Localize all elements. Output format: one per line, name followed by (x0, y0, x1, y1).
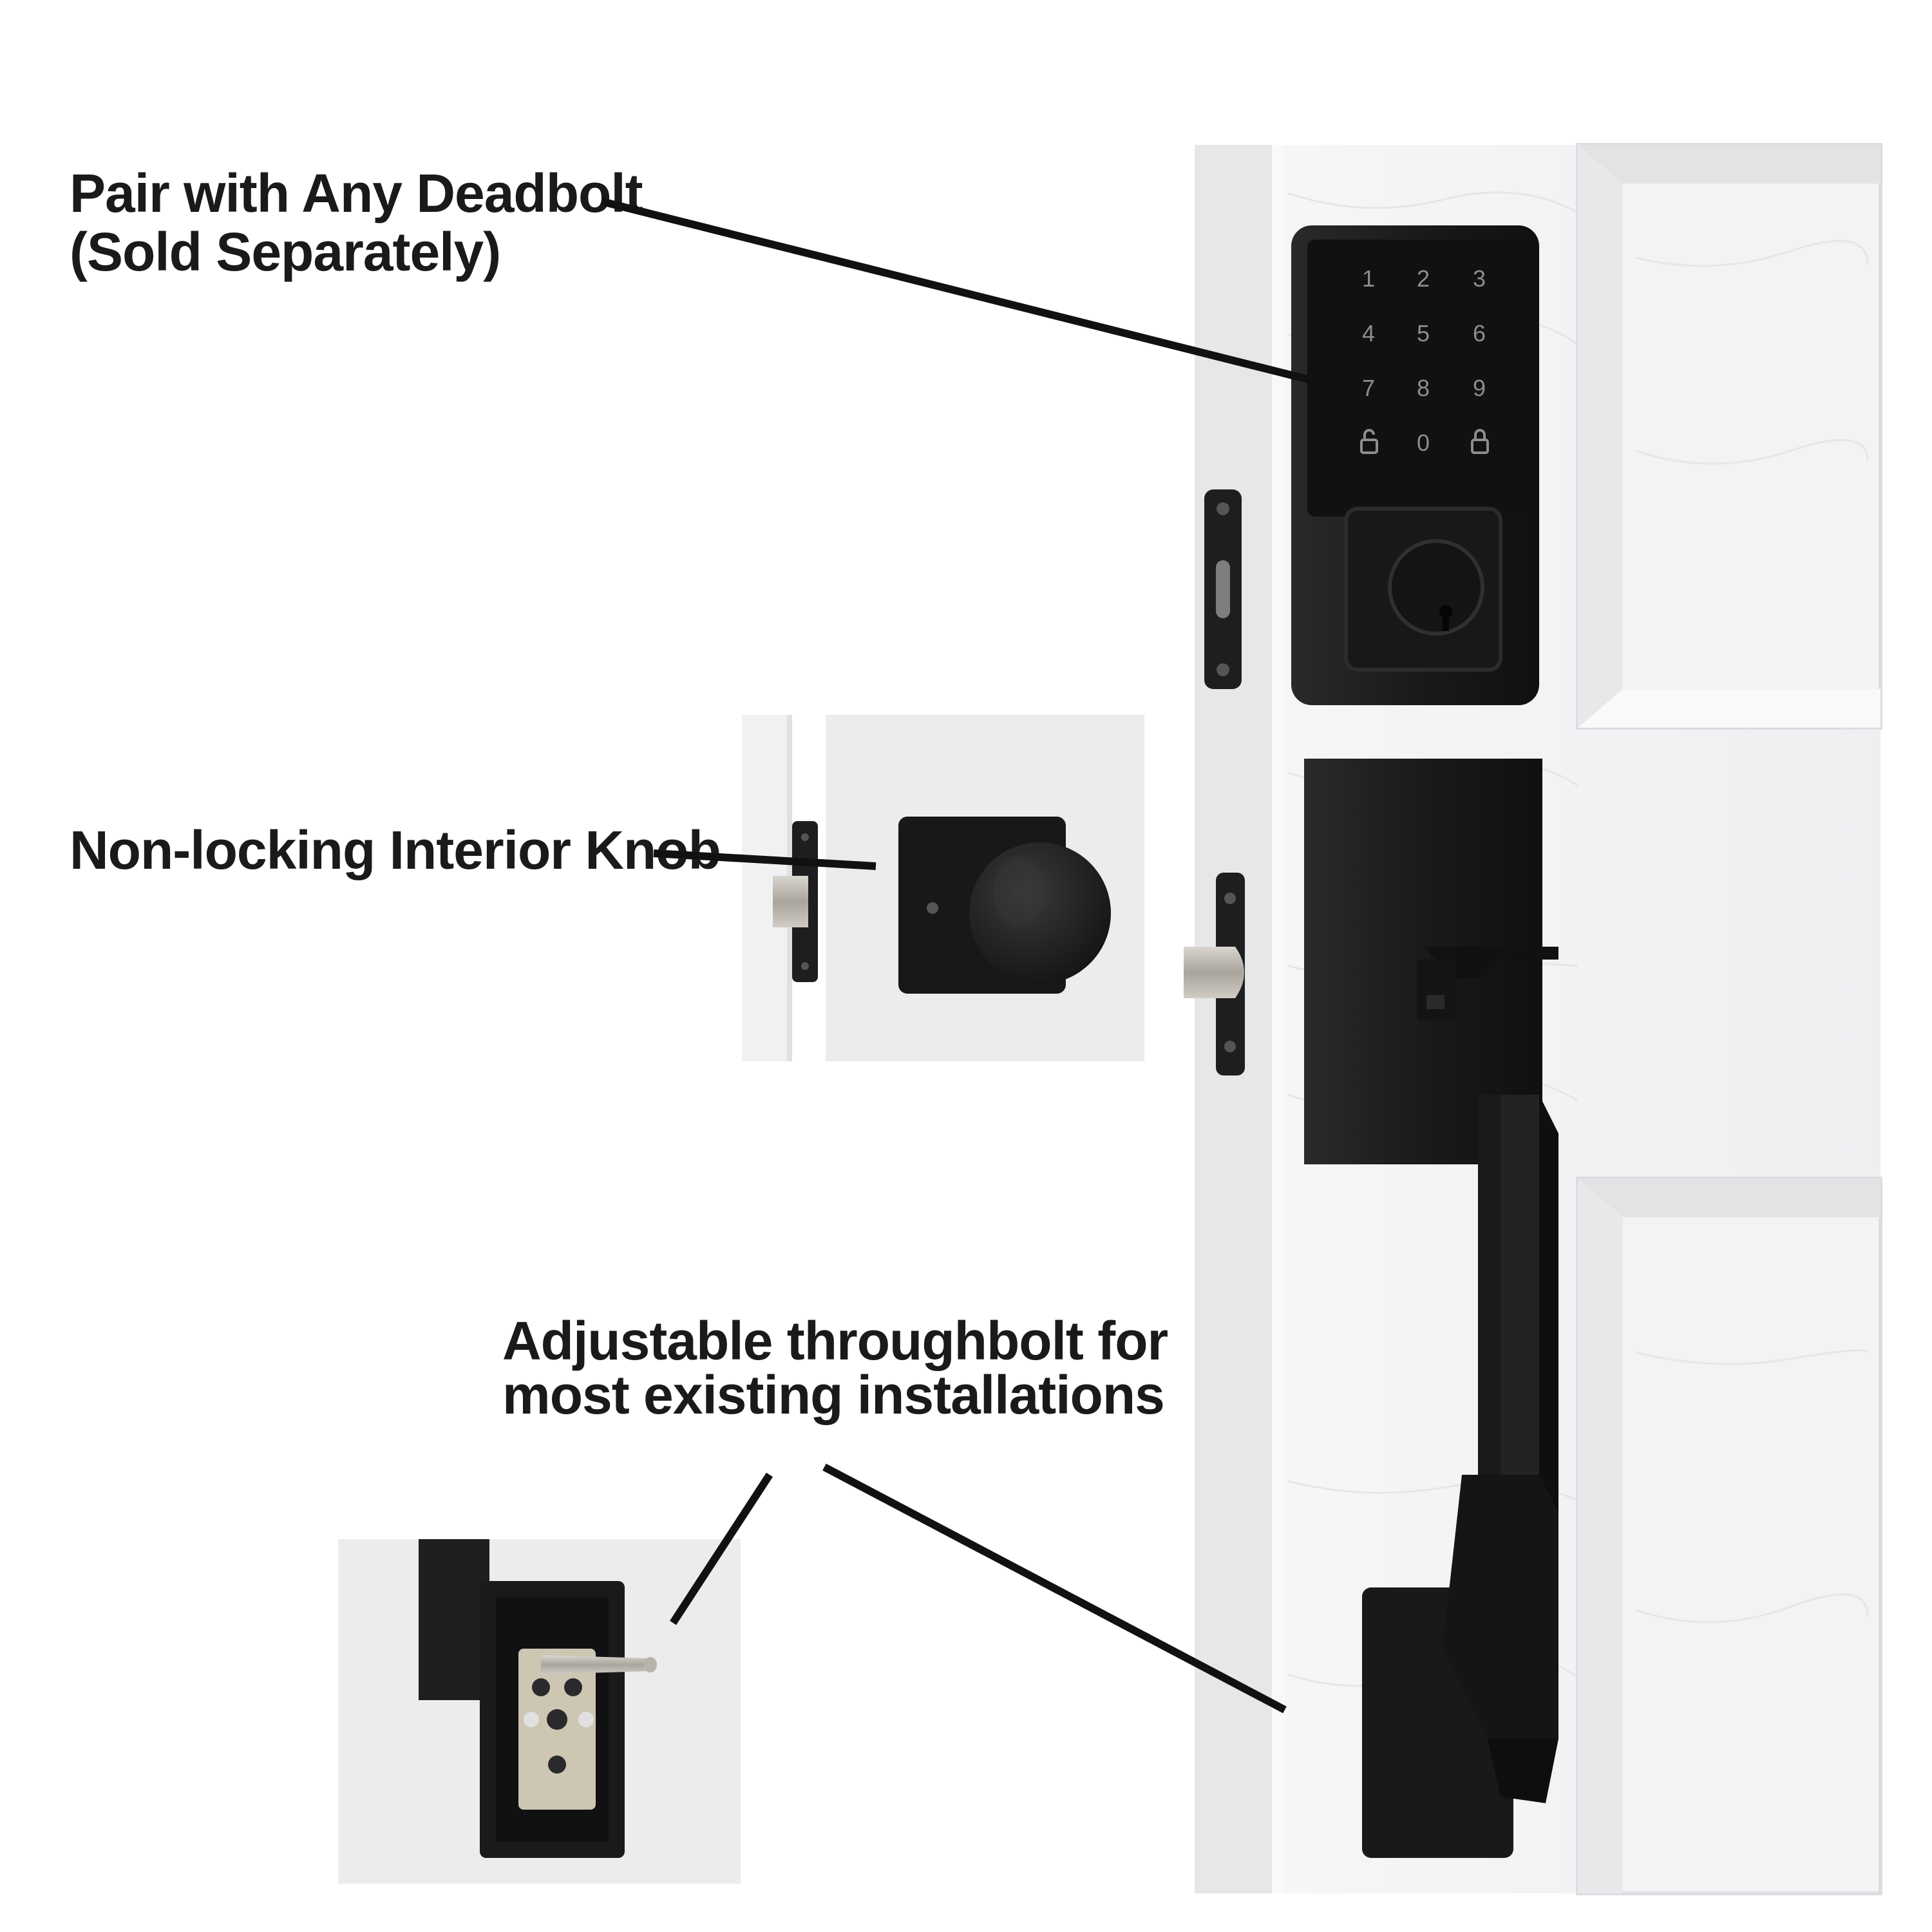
screw-icon (927, 902, 938, 914)
knob[interactable] (969, 842, 1111, 984)
callout-deadbolt-line2: (Sold Separately) (70, 221, 501, 282)
door-panel-lower (1576, 1177, 1882, 1895)
callout-deadbolt-line1: Pair with Any Deadbolt (70, 163, 643, 223)
key-2[interactable]: 2 (1417, 265, 1430, 292)
throughbolt-bracket (518, 1649, 596, 1810)
screw-icon (1224, 893, 1236, 904)
handleset (1304, 759, 1558, 1858)
key-4[interactable]: 4 (1362, 320, 1375, 346)
leader-line-deadbolt (601, 198, 1312, 384)
callout-throughbolt-line2: most existing installations (502, 1365, 1165, 1425)
key-8[interactable]: 8 (1417, 375, 1430, 401)
key-1[interactable]: 1 (1362, 265, 1375, 292)
callout-throughbolt-line1: Adjustable throughbolt for (502, 1311, 1168, 1371)
callout-deadbolt: Pair with Any Deadbolt (Sold Separately) (70, 164, 643, 281)
key-9[interactable]: 9 (1473, 375, 1486, 401)
key-6[interactable]: 6 (1473, 320, 1486, 346)
leader-lines (601, 198, 1312, 1714)
callout-throughbolt: Adjustable throughbolt for most existing… (502, 1314, 1168, 1422)
callout-knob-line1: Non-locking Interior Knob (70, 820, 721, 880)
leader-line-throughbolt (822, 1463, 1287, 1714)
door-panel-upper (1576, 143, 1882, 730)
deadbolt-latch-plate (1204, 489, 1242, 689)
screw-icon (1217, 663, 1229, 676)
screw-icon (1217, 502, 1229, 515)
keypad: 1 2 3 4 5 6 7 8 9 0 (1360, 265, 1489, 456)
handle-latch-plate (1184, 873, 1245, 1075)
key-0[interactable]: 0 (1417, 430, 1430, 456)
screw-icon (1224, 1041, 1236, 1052)
leader-line-inset (669, 1472, 773, 1625)
screw-icon (578, 1712, 594, 1727)
callout-knob: Non-locking Interior Knob (70, 821, 721, 880)
unlock-icon[interactable] (1360, 429, 1378, 454)
screw-icon (524, 1712, 539, 1727)
leader-line-knob (653, 849, 876, 870)
key-7[interactable]: 7 (1362, 375, 1375, 401)
inset-throughbolt (338, 1539, 741, 1884)
inset-knob (826, 715, 1144, 1061)
thumb-lever[interactable] (1417, 947, 1558, 1021)
screw-icon (801, 833, 809, 841)
key-3[interactable]: 3 (1473, 265, 1486, 292)
key-5[interactable]: 5 (1417, 320, 1430, 346)
inset-knob-door-edge (742, 715, 818, 1061)
screw-icon (801, 962, 809, 970)
keyhole-icon (1388, 539, 1484, 636)
keypad-deadbolt: 1 2 3 4 5 6 7 8 9 0 (1291, 225, 1539, 705)
lock-icon[interactable] (1471, 429, 1489, 454)
